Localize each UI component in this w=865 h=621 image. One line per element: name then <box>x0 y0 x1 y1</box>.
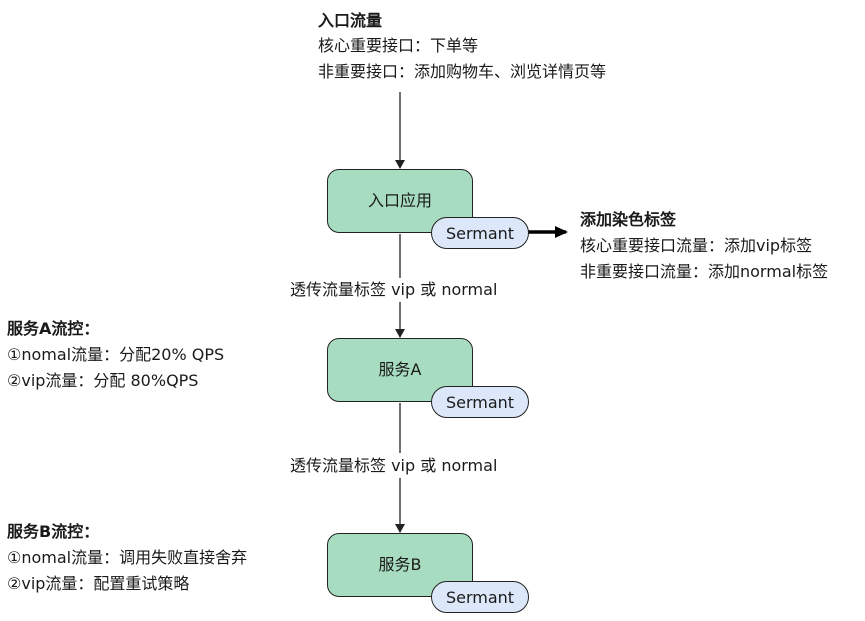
dye-tag-core-line: 核心重要接口流量：添加vip标签 <box>580 236 813 255</box>
edge-label-entry-to-a: 透传流量标签 vip 或 normal <box>290 278 498 302</box>
edge-label-a-to-b: 透传流量标签 vip 或 normal <box>290 454 498 478</box>
dye-tag-noncore-line: 非重要接口流量：添加normal标签 <box>580 262 829 281</box>
service-b-vip-rule: ②vip流量：配置重试策略 <box>7 574 190 593</box>
service-b-flow-control-title: 服务B流控： <box>7 522 100 541</box>
service-a-sermant-badge: Sermant <box>431 386 529 418</box>
service-a-sermant-label: Sermant <box>445 392 515 412</box>
entry-traffic-title: 入口流量 <box>318 11 383 30</box>
service-b-normal-rule: ①nomal流量：调用失败直接舍弃 <box>7 548 248 567</box>
entry-sermant-badge: Sermant <box>431 217 529 249</box>
entry-traffic-core-line: 核心重要接口：下单等 <box>318 36 479 55</box>
service-a-vip-rule: ②vip流量：分配 80%QPS <box>7 371 199 390</box>
service-a-normal-rule: ①nomal流量：分配20% QPS <box>7 345 225 364</box>
entry-traffic-noncore-line: 非重要接口：添加购物车、浏览详情页等 <box>318 62 607 81</box>
entry-app-label: 入口应用 <box>367 191 432 210</box>
service-b-sermant-badge: Sermant <box>431 581 529 613</box>
dye-tag-title: 添加染色标签 <box>580 210 677 229</box>
entry-sermant-label: Sermant <box>445 223 515 243</box>
service-a-flow-control-title: 服务A流控： <box>7 319 100 338</box>
service-b-label: 服务B <box>378 555 422 574</box>
service-a-label: 服务A <box>378 360 422 379</box>
service-b-sermant-label: Sermant <box>445 587 515 607</box>
